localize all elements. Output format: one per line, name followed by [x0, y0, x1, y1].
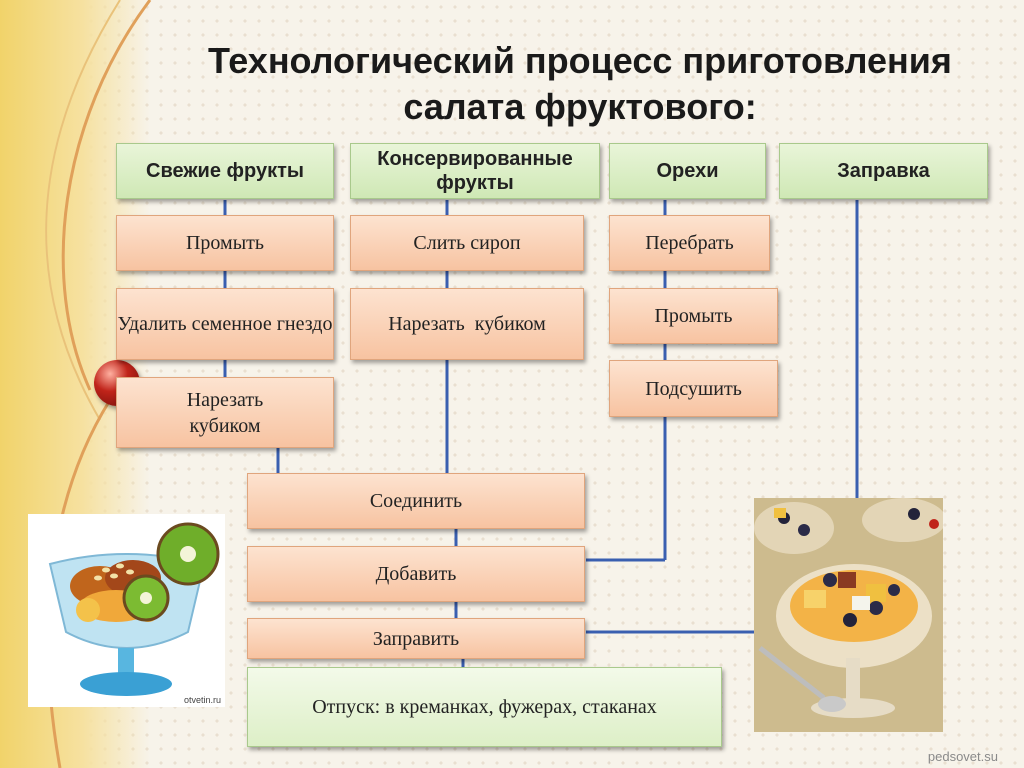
- watermark: pedsovet.su: [927, 749, 998, 764]
- header-dressing: Заправка: [779, 143, 988, 199]
- title-line-2: салата фруктового:: [403, 86, 757, 127]
- step-add: Добавить: [247, 546, 585, 602]
- step-dress: Заправить: [247, 618, 585, 659]
- step-canned-drain-syrup: Слить сироп: [350, 215, 584, 271]
- header-canned-fruits: Консервированные фрукты: [350, 143, 600, 199]
- step-serve: Отпуск: в креманках, фужерах, стаканах: [247, 667, 722, 747]
- photo-left-caption: otvetin.ru: [183, 695, 221, 705]
- step-nuts-sort: Перебрать: [609, 215, 770, 271]
- step-combine: Соединить: [247, 473, 585, 529]
- fruit-salad-glass-photo: otvetin.ru: [28, 514, 225, 707]
- step-nuts-dry: Подсушить: [609, 360, 778, 417]
- title-line-1: Технологический процесс приготовления: [208, 40, 952, 81]
- header-nuts: Орехи: [609, 143, 766, 199]
- header-fresh-fruits: Свежие фрукты: [116, 143, 334, 199]
- step-fresh-remove-seeds: Удалить семенное гнездо: [116, 288, 334, 360]
- step-fresh-dice: Нарезать кубиком: [116, 377, 334, 448]
- fruit-salad-cups-photo: [754, 498, 943, 732]
- step-canned-dice: Нарезать кубиком: [350, 288, 584, 360]
- step-fresh-wash: Промыть: [116, 215, 334, 271]
- step-nuts-wash: Промыть: [609, 288, 778, 344]
- page-title: Технологический процесс приготовления са…: [150, 38, 1010, 130]
